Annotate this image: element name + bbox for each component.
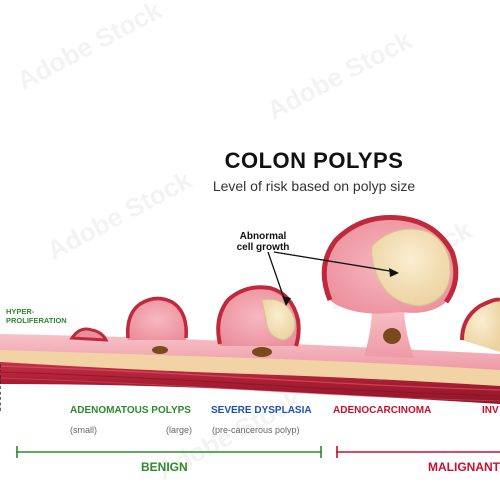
pre-cancerous-note: (pre-cancerous polyp) bbox=[212, 425, 300, 435]
hyperproliferation-label: HYPER- PROLIFERATION bbox=[6, 307, 86, 325]
adenomatous-polyps-label: ADENOMATOUS POLYPS bbox=[70, 405, 191, 416]
large-adenoma-polyp bbox=[216, 285, 301, 357]
adenocarcinoma-label: ADENOCARCINOMA bbox=[333, 405, 432, 416]
callout-line-2: cell growth bbox=[236, 242, 290, 253]
callout-line-1: Abnormal bbox=[239, 231, 287, 242]
small-size-label: (small) bbox=[70, 425, 97, 435]
stock-id-watermark: 806969848 bbox=[0, 363, 4, 412]
hyperproliferation-line-1: HYPER- bbox=[6, 307, 35, 316]
invasive-label: INV bbox=[482, 405, 499, 416]
page-title: COLON POLYPS bbox=[224, 148, 404, 173]
severe-dysplasia-label: SEVERE DYSPLASIA bbox=[211, 405, 312, 416]
hyperproliferation-line-2: PROLIFERATION bbox=[6, 316, 67, 325]
small-adenoma-polyp bbox=[126, 296, 188, 354]
abnormal-cell-growth-callout: Abnormal cell growth bbox=[228, 231, 298, 253]
mucosa-layer bbox=[0, 334, 500, 370]
malignant-category-label: MALIGNANT bbox=[428, 460, 500, 474]
benign-category-label: BENIGN bbox=[141, 460, 188, 474]
page-subtitle: Level of risk based on polyp size bbox=[212, 178, 416, 194]
pedunculated-polyp bbox=[321, 214, 459, 358]
large-size-label: (large) bbox=[166, 425, 193, 435]
submucosa-layer bbox=[0, 346, 500, 386]
